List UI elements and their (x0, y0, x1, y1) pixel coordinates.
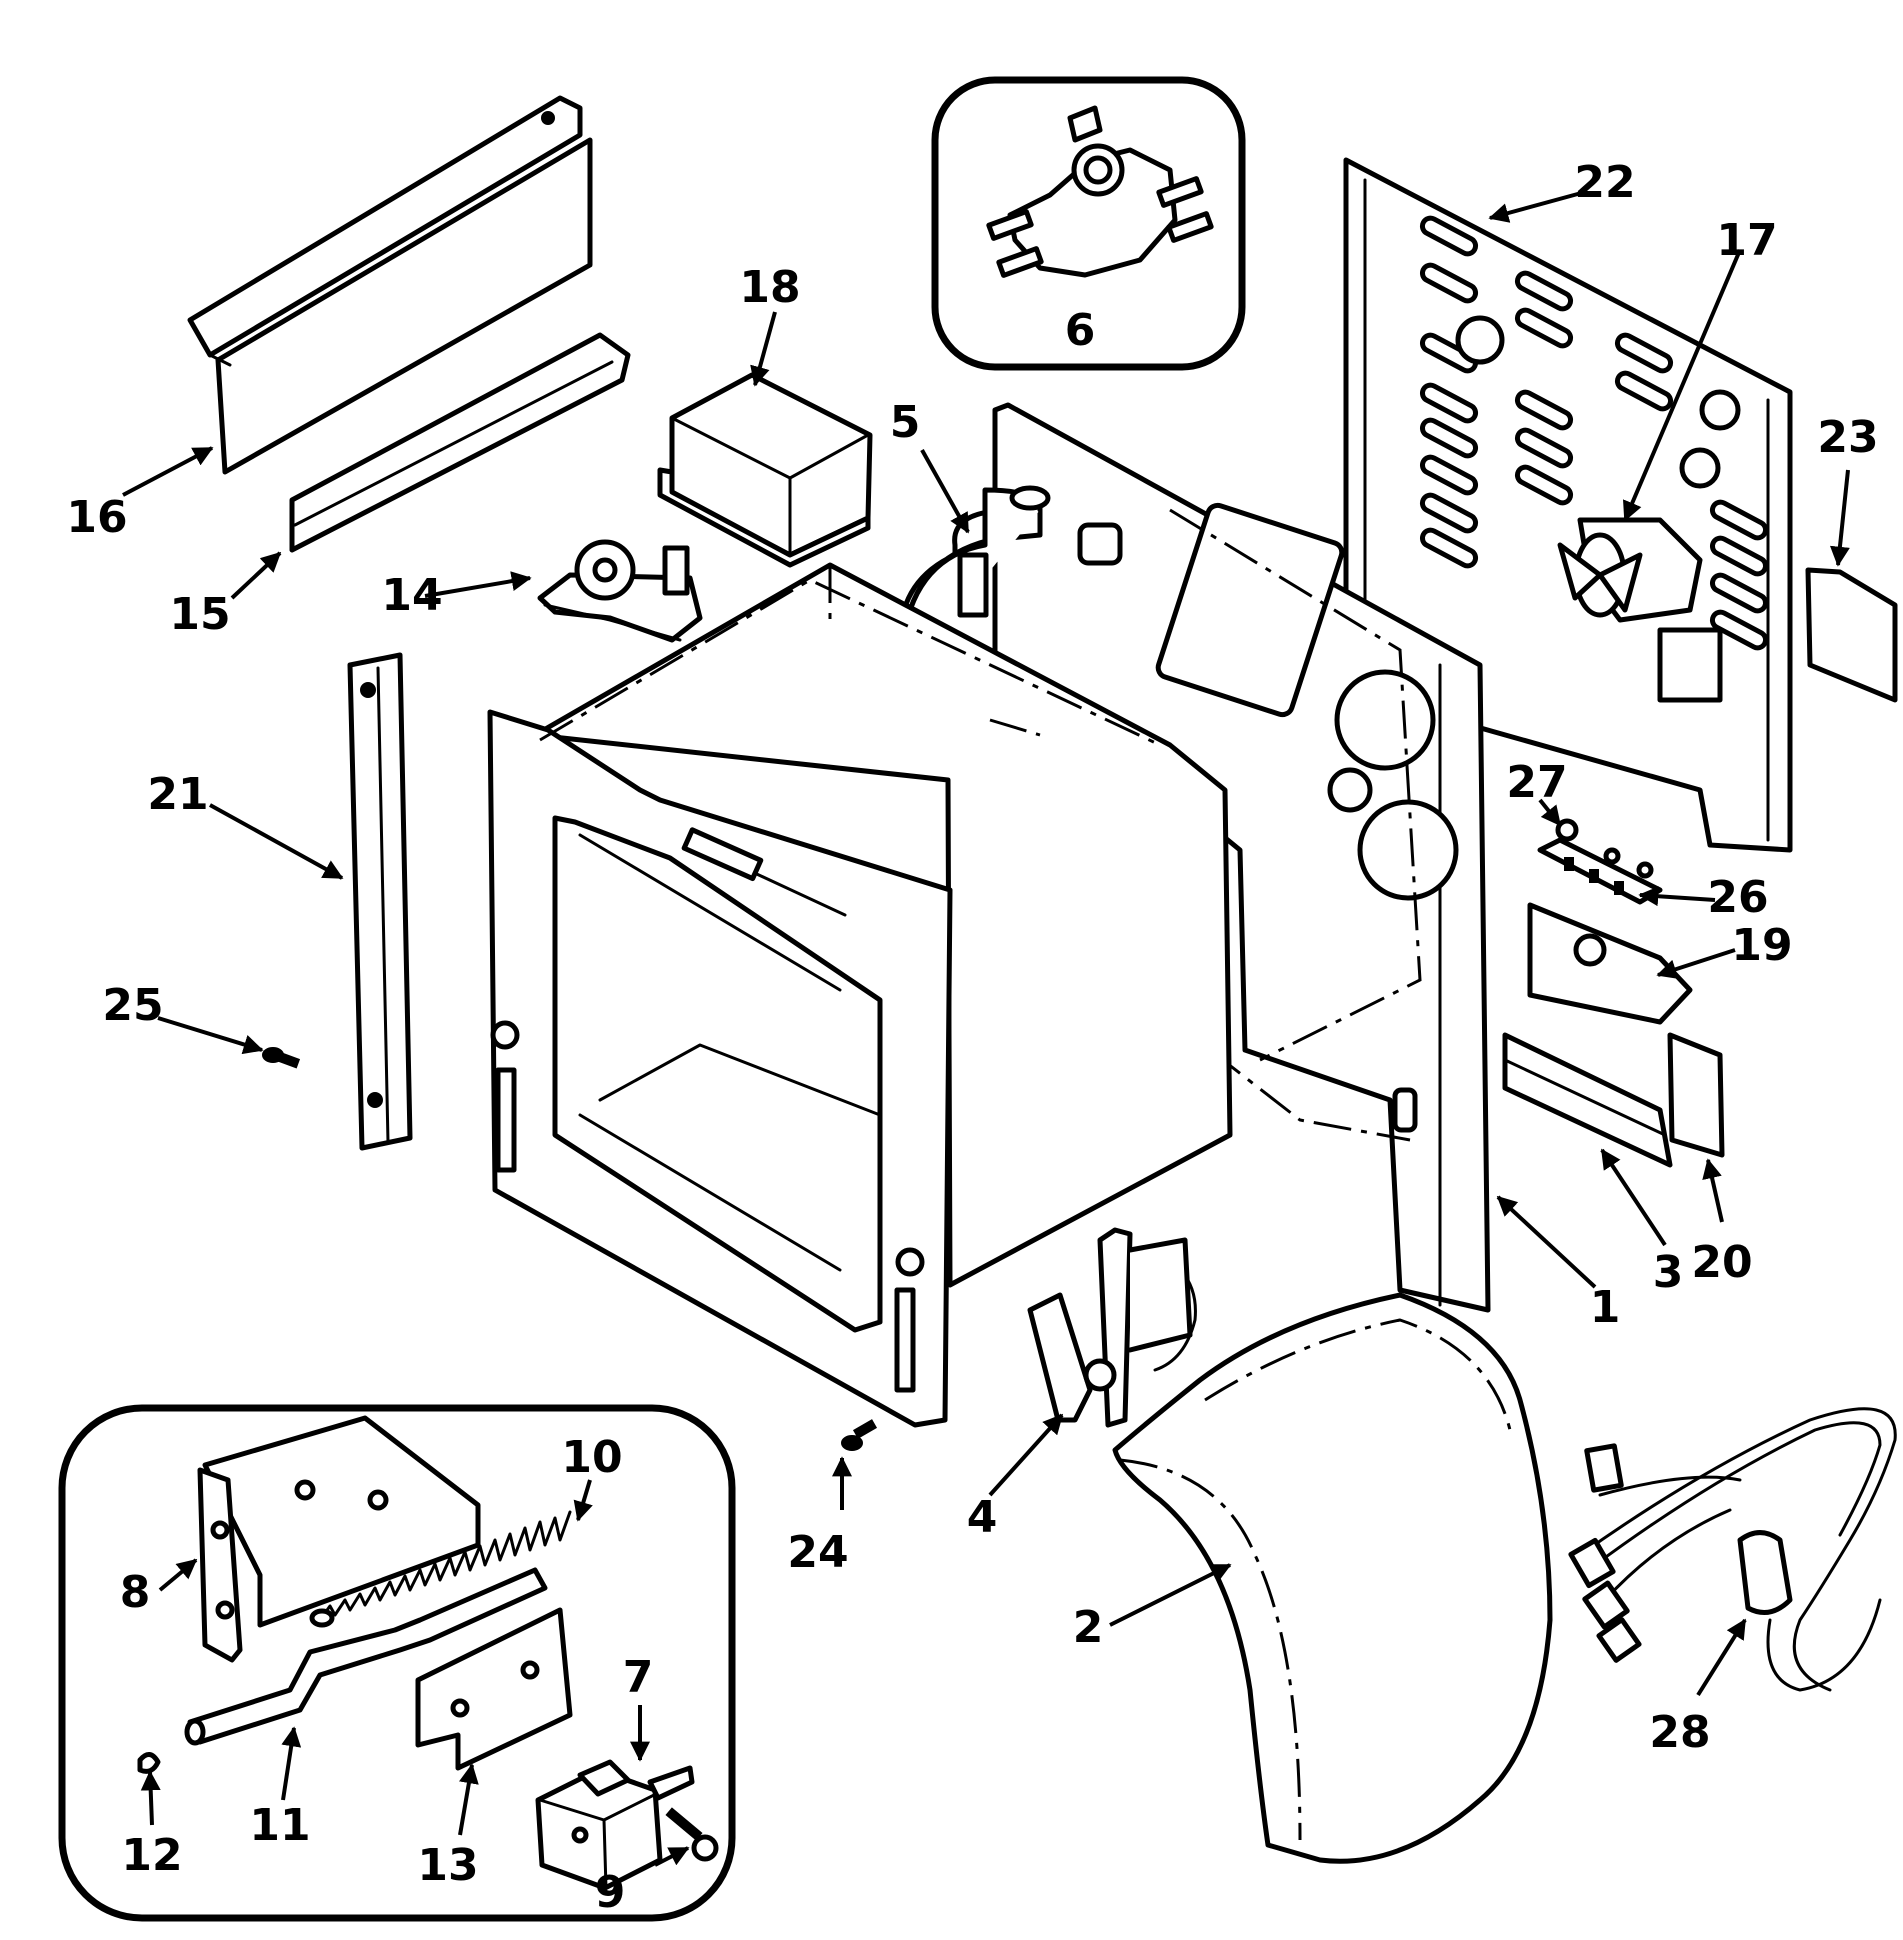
callout-18: 18 (739, 262, 800, 313)
callout-6: 6 (1065, 305, 1096, 356)
callout-2: 2 (1073, 1602, 1104, 1653)
callout-15: 15 (169, 589, 230, 640)
part-insulation-blanket (1112, 1292, 1553, 1864)
part-mounting-bracket (1527, 902, 1693, 1025)
callout-19: 19 (1731, 920, 1792, 971)
part-insulator-13 (415, 1607, 573, 1771)
callout-labels: 1 2 3 4 5 6 7 8 9 10 11 12 13 14 15 16 1… (66, 157, 1878, 1918)
part-insulation-block (657, 372, 873, 568)
part-cover-plate (1805, 567, 1898, 703)
part-front-bracket (289, 332, 631, 553)
callout-5: 5 (890, 397, 921, 448)
part-oven-cavity (487, 562, 1233, 1428)
callout-27: 27 (1506, 757, 1567, 808)
inset-part-6 (931, 76, 1246, 371)
callout-14: 14 (381, 570, 442, 621)
callout-10: 10 (561, 1432, 622, 1483)
callout-24: 24 (787, 1527, 848, 1578)
part-nut-27 (1555, 818, 1579, 842)
part-screw-9 (665, 1807, 719, 1862)
callout-20: 20 (1691, 1237, 1752, 1288)
part-microswitch (535, 1759, 695, 1891)
callout-28: 28 (1649, 1707, 1710, 1758)
part-power-cord (1568, 1407, 1897, 1692)
rear-panel-vent-slots (1419, 215, 1769, 651)
callout-7: 7 (623, 1652, 654, 1703)
callout-16: 16 (66, 492, 127, 543)
part-insulation-plate (1667, 1032, 1725, 1158)
callout-21: 21 (147, 769, 208, 820)
part-rail (1502, 1032, 1673, 1168)
callout-26: 26 (1707, 872, 1768, 923)
callout-23: 23 (1817, 412, 1878, 463)
part-clip-12 (137, 1752, 161, 1774)
callout-11: 11 (249, 1800, 310, 1851)
part-terminal-block (1537, 837, 1663, 905)
inset-door-switch-assembly (58, 1404, 736, 1922)
part-top-panel (187, 95, 593, 475)
part-screw-24 (841, 1419, 878, 1451)
callout-12: 12 (121, 1830, 182, 1881)
part-actuator-rod (184, 1567, 548, 1746)
callout-25: 25 (102, 980, 163, 1031)
callout-17: 17 (1716, 215, 1777, 266)
callout-3: 3 (1653, 1247, 1684, 1298)
part-switch-6 (986, 105, 1214, 278)
part-door-latch (1027, 1227, 1197, 1428)
part-fan (1557, 517, 1703, 623)
callout-22: 22 (1574, 157, 1635, 208)
callout-8: 8 (120, 1567, 151, 1618)
callout-leaders (122, 190, 1850, 1867)
part-screw-25 (262, 1047, 301, 1069)
callout-4: 4 (967, 1492, 998, 1543)
part-thermostat (537, 539, 703, 643)
part-spring (309, 1510, 572, 1628)
part-hinge-channel (347, 652, 413, 1151)
callout-9: 9 (595, 1867, 626, 1918)
part-switch-bracket (197, 1415, 481, 1663)
callout-13: 13 (417, 1840, 478, 1891)
callout-1: 1 (1590, 1282, 1621, 1333)
